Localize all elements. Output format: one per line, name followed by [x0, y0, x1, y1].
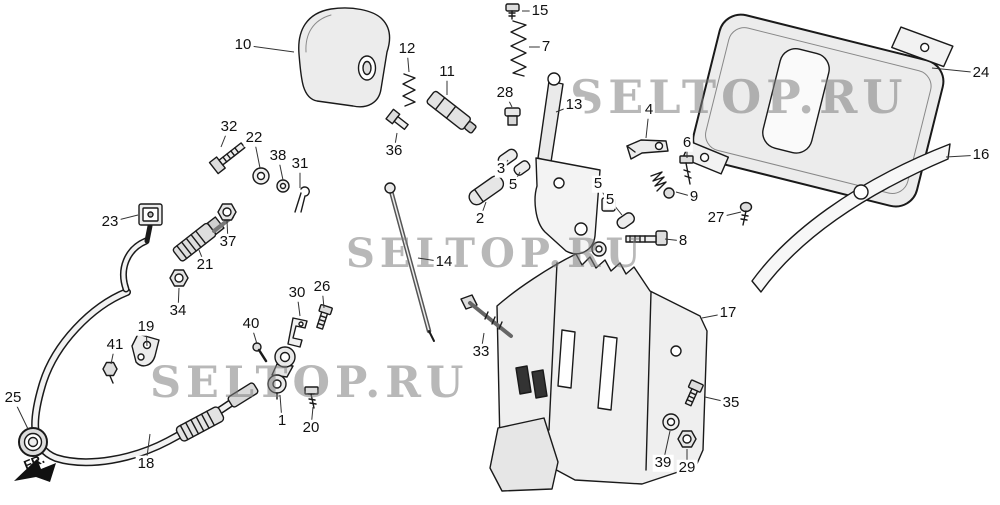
part-number-label: 3: [494, 159, 508, 178]
part-bolt-15: [505, 3, 520, 20]
part-number-label: 6: [680, 133, 694, 152]
part-nut-34: [169, 269, 189, 287]
part-number-label: 22: [243, 128, 265, 147]
part-number-label: 33: [470, 342, 492, 361]
part-cotter-pin-31: [294, 186, 310, 213]
part-nut-29: [677, 430, 697, 448]
part-number-label: 38: [267, 146, 289, 165]
part-bracket-19: [131, 333, 160, 367]
part-bolt-26: [316, 303, 333, 330]
part-number-label: 5: [506, 175, 520, 194]
part-bolt-35: [684, 379, 704, 407]
part-clip-30: [287, 317, 308, 348]
part-number-label: 27: [705, 208, 727, 227]
part-bolt-8: [625, 230, 668, 246]
part-spring-bolt-9: [650, 171, 675, 199]
part-number-label: 4: [642, 100, 656, 119]
part-number-label: 18: [135, 454, 157, 473]
part-nut-37: [217, 203, 237, 221]
part-cover-24: [682, 13, 954, 208]
part-bolt-33: [460, 294, 513, 338]
part-number-label: 5: [591, 174, 605, 193]
part-bolt-36: [385, 108, 409, 131]
part-number-label: 14: [433, 252, 455, 271]
part-number-label: 20: [300, 418, 322, 437]
part-cable-18: [31, 223, 259, 467]
fr-label: FR.: [22, 451, 47, 473]
part-collar-2: [468, 175, 505, 206]
part-number-label: 34: [167, 301, 189, 320]
part-number-label: 24: [970, 63, 992, 82]
part-number-label: 9: [687, 187, 701, 206]
part-number-label: 7: [539, 37, 553, 56]
watermark: SELTOP.RU: [346, 230, 646, 277]
part-number-label: 23: [99, 212, 121, 231]
part-spring-7: [510, 20, 527, 77]
part-number-label: 10: [232, 35, 254, 54]
part-number-label: 26: [311, 277, 333, 296]
part-washer-38: [276, 179, 290, 193]
part-collar-5c: [616, 212, 635, 229]
fr-direction-arrow: FR.: [14, 451, 56, 482]
part-number-label: 1: [275, 411, 289, 430]
part-number-label: 19: [135, 317, 157, 336]
part-number-label: 30: [286, 283, 308, 302]
part-number-label: 17: [717, 303, 739, 322]
part-number-label: 32: [218, 117, 240, 136]
part-rod-14: [384, 182, 435, 342]
part-number-label: 5: [603, 190, 617, 209]
part-joint-11: [426, 90, 477, 134]
part-number-label: 11: [437, 62, 457, 81]
part-number-label: 12: [396, 39, 418, 58]
part-number-label: 36: [383, 141, 405, 160]
part-adjuster-21: [172, 216, 225, 262]
part-screw-27: [739, 201, 753, 226]
part-knob-10: [298, 7, 391, 108]
part-number-label: 31: [289, 154, 311, 173]
part-bolt-32: [208, 142, 246, 175]
part-grommet-25: [18, 427, 48, 457]
part-number-label: 15: [529, 1, 551, 20]
part-bolt-40: [252, 342, 268, 363]
part-number-label: 35: [720, 393, 742, 412]
part-bolt-41: [102, 361, 118, 384]
part-collar-5a: [513, 160, 531, 176]
part-number-label: 13: [563, 95, 585, 114]
part-bolt-6: [679, 155, 694, 185]
part-spring-12: [402, 73, 416, 107]
part-collar-28: [504, 107, 521, 126]
part-joint-23: [138, 203, 163, 226]
part-joint-1: [267, 346, 296, 400]
part-fender-17: [489, 253, 708, 492]
part-number-label: 8: [676, 231, 690, 250]
watermark: SELTOP.RU: [570, 70, 908, 124]
part-number-label: 39: [652, 453, 674, 472]
part-number-label: 28: [494, 83, 516, 102]
part-number-label: 37: [217, 232, 239, 251]
part-gearshift-lever-13: [534, 72, 607, 257]
part-number-label: 2: [473, 209, 487, 228]
watermark: SELTOP.RU: [150, 358, 469, 408]
part-washer-22: [252, 167, 270, 185]
part-number-label: 40: [240, 314, 262, 333]
part-number-label: 29: [676, 458, 698, 477]
part-stay-16: [751, 143, 951, 293]
part-number-label: 41: [104, 335, 126, 354]
part-number-label: 21: [194, 255, 216, 274]
part-number-label: 25: [2, 388, 24, 407]
part-arm-4: [626, 139, 669, 160]
part-bolt-20: [304, 386, 319, 409]
part-washer-39: [662, 413, 680, 431]
part-number-label: 16: [970, 145, 992, 164]
